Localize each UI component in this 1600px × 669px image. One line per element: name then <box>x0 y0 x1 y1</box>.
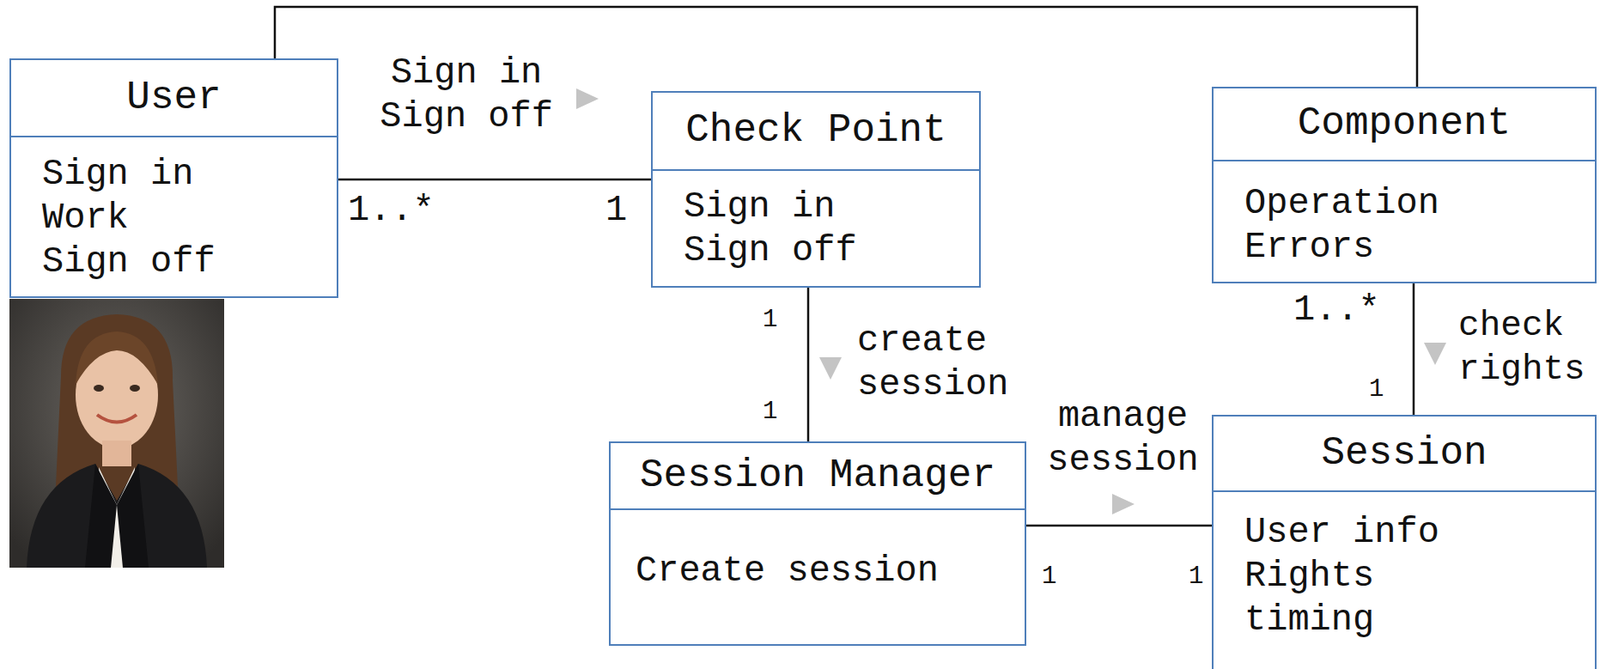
class-name: Session <box>1320 431 1487 476</box>
association-line <box>807 287 810 442</box>
direction-triangle <box>819 357 842 380</box>
class-box: UserSign in Work Sign off <box>9 58 339 299</box>
class-box: Check PointSign in Sign off <box>650 91 981 288</box>
class-name-compartment: Session Manager <box>610 443 1025 511</box>
multiplicity: 1 <box>1188 563 1204 591</box>
class-members: Create session <box>635 549 1016 594</box>
association-line <box>1026 524 1212 528</box>
class-name: Session Manager <box>639 454 996 499</box>
direction-triangle <box>576 88 599 110</box>
multiplicity: 1 <box>1368 376 1384 404</box>
class-name-compartment: Check Point <box>652 92 980 171</box>
class-box: SessionUser info Rights timing <box>1211 414 1597 669</box>
class-member-compartment: Sign in Sign off <box>652 170 980 280</box>
class-member-compartment: Sign in Work Sign off <box>11 137 337 292</box>
portrait-photo <box>9 298 225 568</box>
multiplicity: 1 <box>762 306 778 335</box>
multiplicity: 1..* <box>347 190 435 231</box>
class-name: Check Point <box>685 109 947 153</box>
association-line <box>1412 283 1416 415</box>
class-member-compartment: User info Rights timing <box>1213 492 1595 650</box>
multiplicity: 1 <box>605 190 627 231</box>
class-members: Sign in Sign off <box>683 185 868 274</box>
association-label: check rights <box>1458 304 1596 392</box>
class-members: Operation Errors <box>1244 182 1450 270</box>
association-label: Sign in Sign off <box>374 51 559 140</box>
class-members: Sign in Work Sign off <box>42 152 226 285</box>
class-box: ComponentOperation Errors <box>1211 86 1597 284</box>
class-name: User <box>126 76 221 121</box>
direction-triangle <box>1423 342 1447 366</box>
direction-triangle <box>1112 493 1135 515</box>
class-name-compartment: User <box>11 60 337 138</box>
class-name-compartment: Component <box>1213 88 1595 162</box>
class-members: User info Rights timing <box>1244 511 1450 643</box>
class-box: Session ManagerCreate session <box>608 441 1027 646</box>
class-name-compartment: Session <box>1213 416 1595 493</box>
association-label: create session <box>857 319 1020 408</box>
multiplicity: 1..* <box>1293 290 1381 330</box>
association-label: manage session <box>1041 395 1205 483</box>
class-member-compartment: Operation Errors <box>1213 161 1595 277</box>
multiplicity: 1 <box>762 398 778 426</box>
class-member-compartment: Create session <box>610 510 1025 601</box>
class-name: Component <box>1297 102 1511 147</box>
multiplicity: 1 <box>1041 563 1057 591</box>
association-line <box>338 178 651 182</box>
